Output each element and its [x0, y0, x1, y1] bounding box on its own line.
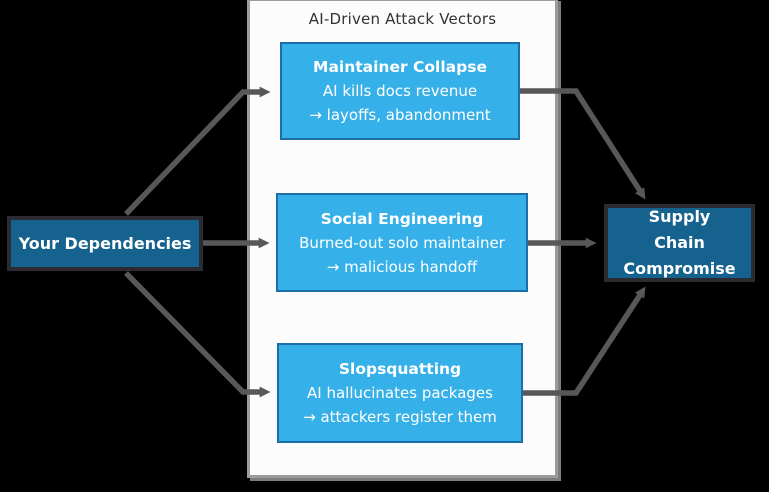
node-description-line: → malicious handoff [326, 257, 478, 276]
node-label: Your Dependencies [18, 233, 192, 253]
node-description-line: Burned-out solo maintainer [299, 233, 505, 252]
node-description-line: → attackers register them [303, 408, 497, 426]
arrow-source-to-maintainer-collapse [124, 86, 271, 216]
node-description-line: AI kills docs revenue [322, 82, 478, 100]
arrow-source-to-slopsquatting [124, 271, 271, 398]
node-label: Supply Chain Compromise [623, 207, 736, 278]
node-your-dependencies: Your Dependencies [7, 216, 203, 271]
node-title: Social Engineering [320, 209, 484, 228]
node-description-line: → layoffs, abandonment [309, 106, 491, 124]
node-supply-chain-compromise: Supply Chain Compromise [604, 204, 755, 282]
panel-title: AI-Driven Attack Vectors [308, 10, 497, 28]
node-title: Maintainer Collapse [313, 58, 487, 76]
node-title: Slopsquatting [338, 360, 462, 378]
node-social-engineering: Social Engineering Burned-out solo maint… [276, 193, 528, 292]
node-maintainer-collapse: Maintainer Collapse AI kills docs revenu… [280, 42, 520, 140]
node-slopsquatting: Slopsquatting AI hallucinates packages →… [277, 343, 523, 443]
node-description-line: AI hallucinates packages [307, 384, 493, 402]
